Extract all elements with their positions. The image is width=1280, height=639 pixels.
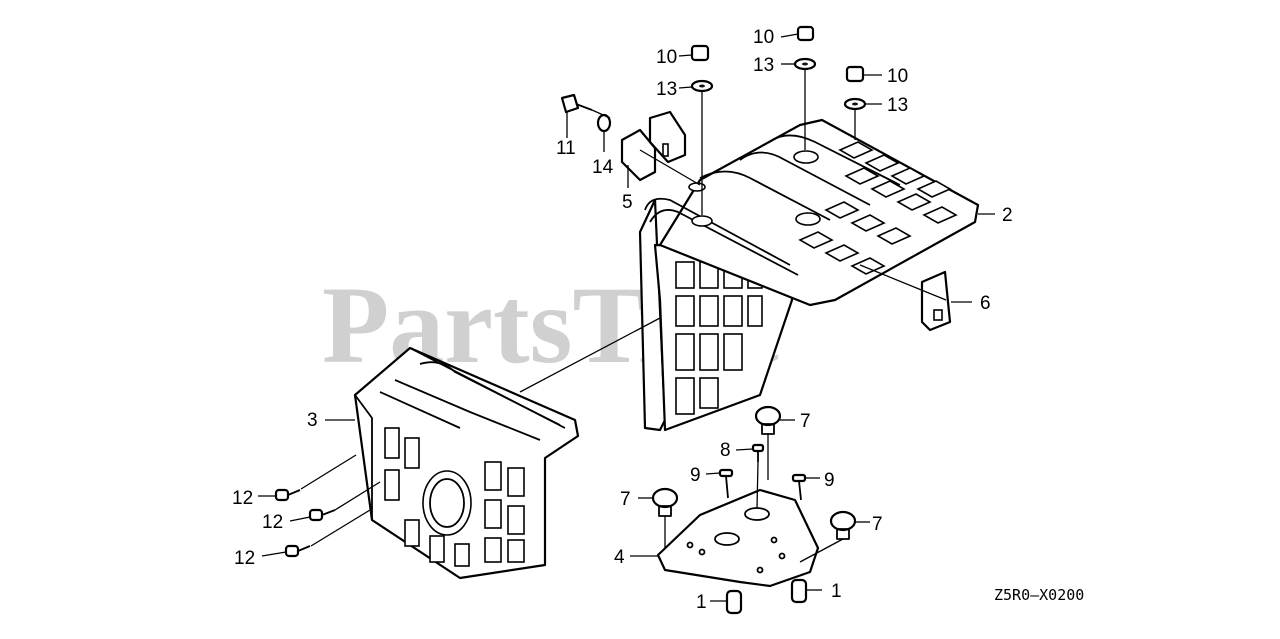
callout-13: 13 bbox=[656, 79, 677, 100]
callout-14: 14 bbox=[592, 157, 614, 178]
part-2-frame[interactable] bbox=[638, 118, 980, 432]
part-13-washer-b[interactable] bbox=[793, 57, 817, 71]
callout-9: 9 bbox=[824, 470, 835, 491]
callout-2: 2 bbox=[1002, 205, 1013, 226]
drawing-code: Z5R0—X0200 bbox=[994, 586, 1084, 604]
leader-lines bbox=[258, 33, 995, 602]
callout-9: 9 bbox=[690, 465, 701, 486]
part-7-mount-a[interactable] bbox=[754, 405, 782, 435]
callout-1: 1 bbox=[696, 592, 707, 613]
callout-12: 12 bbox=[234, 548, 255, 569]
part-11-bolt[interactable] bbox=[560, 93, 593, 114]
callout-6: 6 bbox=[980, 293, 991, 314]
callout-12: 12 bbox=[232, 488, 253, 509]
callout-13: 13 bbox=[887, 95, 908, 116]
callout-4: 4 bbox=[614, 547, 625, 568]
part-8-screw[interactable] bbox=[751, 443, 765, 462]
callout-11: 11 bbox=[556, 138, 576, 159]
part-9-screw-b[interactable] bbox=[791, 473, 807, 501]
callout-1: 1 bbox=[831, 581, 842, 602]
part-9-screw-a[interactable] bbox=[718, 468, 734, 499]
part-7-mount-b[interactable] bbox=[651, 487, 679, 517]
callout-3: 3 bbox=[307, 410, 318, 431]
part-10-nut-c[interactable] bbox=[845, 65, 865, 83]
part-12-bolt-c[interactable] bbox=[284, 544, 311, 558]
callout-7: 7 bbox=[872, 514, 883, 535]
part-6-clip[interactable] bbox=[920, 270, 952, 332]
part-1-collar-b[interactable] bbox=[790, 578, 808, 604]
part-3-cover[interactable] bbox=[353, 346, 580, 580]
part-10-nut-a[interactable] bbox=[690, 44, 710, 62]
part-4-base-plate[interactable] bbox=[656, 488, 820, 588]
part-10-nut-b[interactable] bbox=[796, 25, 815, 42]
part-13-washer-c[interactable] bbox=[843, 97, 867, 111]
callout-5: 5 bbox=[622, 192, 633, 213]
callout-10: 10 bbox=[753, 27, 774, 48]
callout-7: 7 bbox=[620, 489, 631, 510]
callout-7: 7 bbox=[800, 411, 811, 432]
callout-13: 13 bbox=[753, 55, 774, 76]
frame-deck-grid bbox=[798, 141, 958, 275]
part-5-bracket[interactable] bbox=[620, 110, 687, 182]
part-1-collar-a[interactable] bbox=[725, 589, 743, 615]
part-7-mount-c[interactable] bbox=[829, 510, 857, 540]
callout-12: 12 bbox=[262, 512, 283, 533]
callout-10: 10 bbox=[887, 66, 908, 87]
part-13-washer-a[interactable] bbox=[690, 79, 714, 93]
callout-8: 8 bbox=[720, 440, 731, 461]
callout-labels: 10 13 10 13 10 13 11 14 5 2 6 3 7 7 7 8 … bbox=[232, 27, 1013, 613]
part-12-bolt-a[interactable] bbox=[274, 488, 301, 502]
callout-10: 10 bbox=[656, 47, 677, 68]
cover-grid bbox=[384, 427, 525, 567]
part-12-bolt-b[interactable] bbox=[308, 508, 336, 522]
